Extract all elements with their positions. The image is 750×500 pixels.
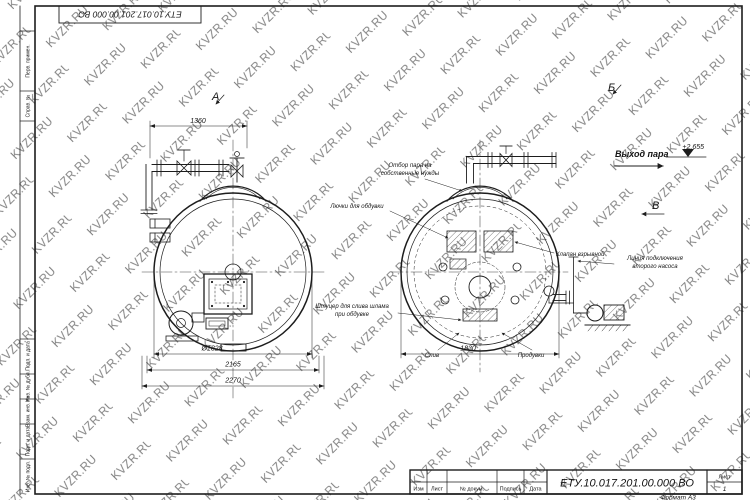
- dim-1360: 1360: [190, 118, 206, 125]
- annotations: Отбор пара на собственные нужды Лючки дл…: [315, 144, 707, 359]
- steam-valve: [176, 160, 192, 176]
- view-a-dimensions: 1360 Ø1828 2165 2270: [141, 118, 325, 390]
- stamp-vzam-inv: Взам. инв. №: [26, 396, 32, 427]
- manhole-door: [203, 273, 253, 315]
- label-second-pump-line: Линия подключения: [626, 256, 683, 262]
- outlet-valve: [499, 152, 513, 168]
- side-shell-outer: [400, 192, 560, 352]
- tb-col-data: Дата: [529, 487, 542, 493]
- view-a-label: А: [211, 91, 219, 103]
- steam-dome: [199, 185, 267, 202]
- front-shell-inner: [159, 198, 307, 346]
- front-center-nozzle: [224, 263, 242, 281]
- tb-col-izm: Изм: [413, 487, 423, 493]
- steam-outlet-piping: [466, 145, 557, 184]
- tb-sheet-label: Лист: [719, 475, 731, 481]
- tb-sheet-value: 1: [723, 486, 727, 493]
- stamp-perv-primen: Перв. примен.: [26, 44, 32, 77]
- blowoff-hatches: [446, 230, 514, 322]
- format-label: Формат А3: [660, 495, 696, 500]
- view-b-label: Б: [608, 82, 615, 94]
- pump-piping: [543, 256, 631, 332]
- top-stamp-doc-number: ЕТУ.10.017.201.00.000 ВО: [78, 10, 182, 20]
- label-sludge-drain: Штуцер для слива шлама: [315, 304, 389, 310]
- label-blowdown: Продувки: [518, 353, 545, 359]
- tb-col-podpis: Подпись: [500, 487, 522, 493]
- tb-doc-number: ЕТУ.10.017.201.00.000 ВО: [560, 478, 694, 490]
- pump-motor: [603, 304, 625, 321]
- dim-diameter: Ø1828: [200, 346, 222, 353]
- label-steam-outlet: Выход пара: [615, 149, 669, 159]
- sheet-frame: Перв. примен. Справ. № Подп. и дата Инв.…: [19, 5, 743, 495]
- tb-col-list: Лист: [431, 487, 443, 493]
- stamp-sprav-no: Справ. №: [26, 95, 32, 118]
- boiler-side-view: 1830 Б В: [391, 82, 665, 373]
- pump: [586, 304, 604, 322]
- svg-text:при обдувке: при обдувке: [335, 312, 370, 318]
- svg-text:второго насоса: второго насоса: [632, 264, 678, 270]
- peephole: [205, 317, 229, 330]
- label-steam-own-needs: Отбор пара на: [389, 163, 433, 169]
- tube-circle: [413, 205, 547, 339]
- dim-2270: 2270: [224, 378, 241, 385]
- boiler-front-view: 1360 Ø1828 2165 2270 А: [140, 91, 327, 399]
- elevation-value: +2,655: [682, 144, 704, 151]
- safety-valve: [229, 151, 245, 183]
- bottom-hatch: [220, 343, 247, 352]
- svg-text:собственные нужды: собственные нужды: [381, 171, 440, 177]
- dim-1830: 1830: [460, 346, 476, 353]
- steam-piping: [140, 149, 230, 214]
- dim-2165: 2165: [224, 362, 241, 369]
- title-block: Изм Лист № докум. Подпись Дата Лист 1 ЕТ…: [409, 469, 743, 500]
- view-b-dimensions: 1830: [400, 277, 560, 359]
- top-stamp: ЕТУ.10.017.201.00.000 ВО: [58, 5, 202, 24]
- stamp-podp-data-1: Подп. и дата: [26, 341, 32, 371]
- stamp-inv-podl: Инв. № подл.: [26, 461, 32, 492]
- stamp-inv-dubl: Инв. № дубл.: [26, 371, 32, 402]
- steam-dome-side: [446, 185, 514, 202]
- label-drain: Слив: [425, 353, 439, 359]
- side-shell-inner: [406, 198, 554, 346]
- view-v-label: В: [652, 200, 659, 212]
- label-explosion-valve: Клапан взрывной: [556, 251, 605, 258]
- stamp-podp-data-2: Подп. и дата: [26, 427, 32, 457]
- shell-side-nozzles: [149, 218, 171, 243]
- elevation-mark: [682, 149, 694, 157]
- tubesheet-nozzles: [438, 261, 522, 313]
- burner-fan: [165, 310, 205, 342]
- tb-col-dokum: № докум.: [460, 487, 485, 493]
- label-blowoff-hatches: Лючки для обдувки: [329, 204, 384, 210]
